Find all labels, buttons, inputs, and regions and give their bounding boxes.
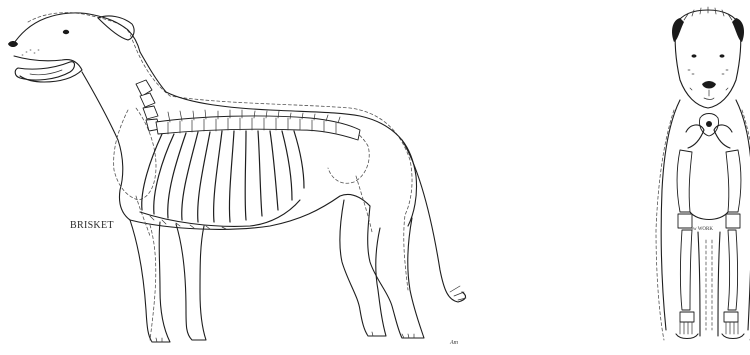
- front-leg-far: [176, 224, 206, 340]
- rib-cage: [140, 131, 304, 229]
- front-leg-left-bones: [676, 150, 698, 339]
- dog-nose: [8, 41, 18, 47]
- front-ear-left: [672, 18, 684, 42]
- front-head-outline: [675, 10, 741, 108]
- front-leg-near: [130, 220, 170, 342]
- dog-eye: [63, 30, 69, 34]
- dog-ear: [98, 16, 134, 40]
- femur-outline: [356, 176, 372, 232]
- humerus-outline: [136, 196, 150, 236]
- front-leg-right-bones: [722, 150, 744, 339]
- front-eye-left: [692, 54, 697, 57]
- artist-signature: Am: [449, 340, 459, 346]
- dog-throat: [82, 72, 130, 220]
- dog-back-line: [140, 52, 417, 226]
- dog-head-outline: [12, 13, 140, 52]
- front-view-scribble: Jw WORK: [691, 227, 713, 232]
- dog-side-view: BRISKET Am: [8, 13, 466, 346]
- front-ribcage: [690, 212, 728, 220]
- dog-tongue: [15, 62, 74, 80]
- body-dotted-outline: [28, 13, 412, 340]
- hind-leg-far: [340, 200, 386, 336]
- front-nose: [702, 81, 716, 89]
- front-inner-leg-left: [698, 232, 700, 336]
- dog-front-view: Jw WORK: [656, 7, 750, 340]
- front-inner-leg-right: [718, 232, 720, 336]
- brisket-label: BRISKET: [70, 220, 114, 231]
- front-eye-right: [720, 54, 725, 57]
- front-ear-right: [732, 18, 744, 42]
